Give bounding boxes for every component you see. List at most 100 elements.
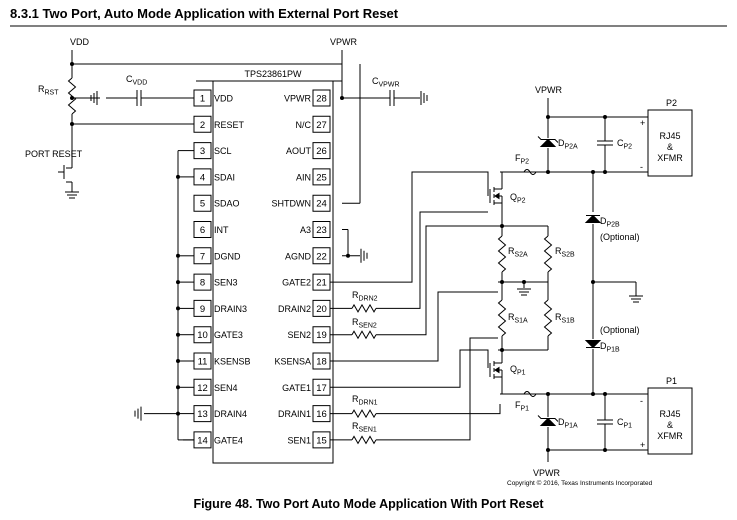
pin-number: 24 [316,199,327,210]
pin-number: 6 [200,225,205,236]
pin-number: 4 [200,172,205,183]
pin-name: VPWR [284,94,312,104]
f-p2-fuse [524,170,536,175]
pin-number: 16 [316,409,327,420]
pin-box [313,195,330,211]
r-s1b-label: RS1B [555,312,575,325]
pin-name: SHTDWN [272,199,312,209]
wire [330,292,498,361]
rj45-p1-box-rj45: RJ45 [659,409,680,419]
pin-name: KSENSA [274,357,311,367]
pin-name: VDD [214,94,234,104]
pin-box [313,90,330,106]
pin-number: 25 [316,172,327,183]
junction-dot [176,359,180,363]
c-p2-label: CP2 [617,138,632,151]
junction-dot [176,385,180,390]
pin-number: 22 [316,251,327,262]
pin-number: 15 [316,435,327,446]
pin-box [194,353,211,369]
pin-name: AIN [296,172,311,182]
pin-number: 21 [316,278,327,289]
wire [376,212,488,308]
r-drn1-label: RDRN1 [352,394,378,407]
rj45-p1-box [648,388,692,454]
copyright-notice: Copyright © 2016, Texas Instruments Inco… [507,480,653,487]
pin-box [194,169,211,185]
r-sen2-label: RSEN2 [352,317,377,330]
rj45-p2-box-xfmr: XFMR [657,153,683,163]
pin-number: 3 [200,146,205,157]
pin-box [313,379,330,395]
wire [376,404,500,414]
rj45-p1-box-amp: & [667,420,673,430]
r-drn1-resistor [352,410,376,417]
pin-number: 11 [198,357,208,368]
pin-box [313,274,330,290]
pin-name: GATE2 [282,278,311,288]
r-s2a-resistor [499,236,506,272]
c-vpwr-label: CVPWR [372,76,400,89]
d-p2a-label: DP2A [558,138,578,151]
rj45-p1-box-xfmr: XFMR [657,431,683,441]
pin-box [313,116,330,132]
d-p1b-diode [584,340,602,349]
vpwr-bottom-label: VPWR [533,468,561,478]
junction-dot [346,253,350,258]
r-sen1-label: RSEN1 [352,421,377,434]
wire [330,350,488,387]
pin-name: INT [214,225,229,235]
pin-number: 9 [200,304,205,315]
pin-box [313,406,330,422]
r-s2a-label: RS2A [508,246,528,259]
d-p2a-diode [538,137,558,143]
pin-box [194,143,211,159]
chip-name: TPS23861PW [244,69,302,79]
pin-box [313,143,330,159]
pin-box [194,90,211,106]
r-rst-label: RRST [38,84,59,97]
pin-box [194,432,211,448]
rj45-p1-box-port-label: P1 [666,376,677,386]
pin-box [313,248,330,264]
d-p1b-label: DP1B [600,341,620,354]
pin-box [313,222,330,238]
pin-name: SDAO [214,199,240,209]
pin-box [313,327,330,343]
pin-box [194,116,211,132]
f-p2-label: FP2 [515,153,529,166]
q-p1-label: QP1 [510,364,526,377]
junction-dot [176,280,180,285]
pin-name: SDAI [214,172,235,182]
pin-name: SEN4 [214,383,238,393]
port-reset-label: PORT RESET [25,149,83,159]
pin-name: RESET [214,120,245,130]
junction-dot [546,170,550,174]
junction-dot [603,448,607,452]
pin-box [194,195,211,211]
r-s2b-resistor [545,236,552,272]
pin-box [313,353,330,369]
d-p1a-diode [539,417,557,426]
figure-caption: Figure 48. Two Port Auto Mode Applicatio… [193,497,544,511]
pin-number: 8 [200,278,205,289]
d-p2b-label: DP2B [600,216,620,229]
pin-name: SEN2 [287,330,311,340]
pin-name: GATE3 [214,330,243,340]
pin-number: 23 [316,225,327,236]
pin-number: 5 [200,199,205,210]
rj45-p2-box-plus: + [640,118,645,128]
junction-dot [176,332,180,337]
pin-box [313,432,330,448]
pin-box [194,327,211,343]
vdd-label: VDD [70,37,90,47]
pin-name: GATE1 [282,383,311,393]
d-p1a-diode [538,416,558,422]
pin-number: 17 [316,383,327,394]
pin-box [194,379,211,395]
wire [330,172,488,282]
pin-name: KSENSB [214,357,251,367]
